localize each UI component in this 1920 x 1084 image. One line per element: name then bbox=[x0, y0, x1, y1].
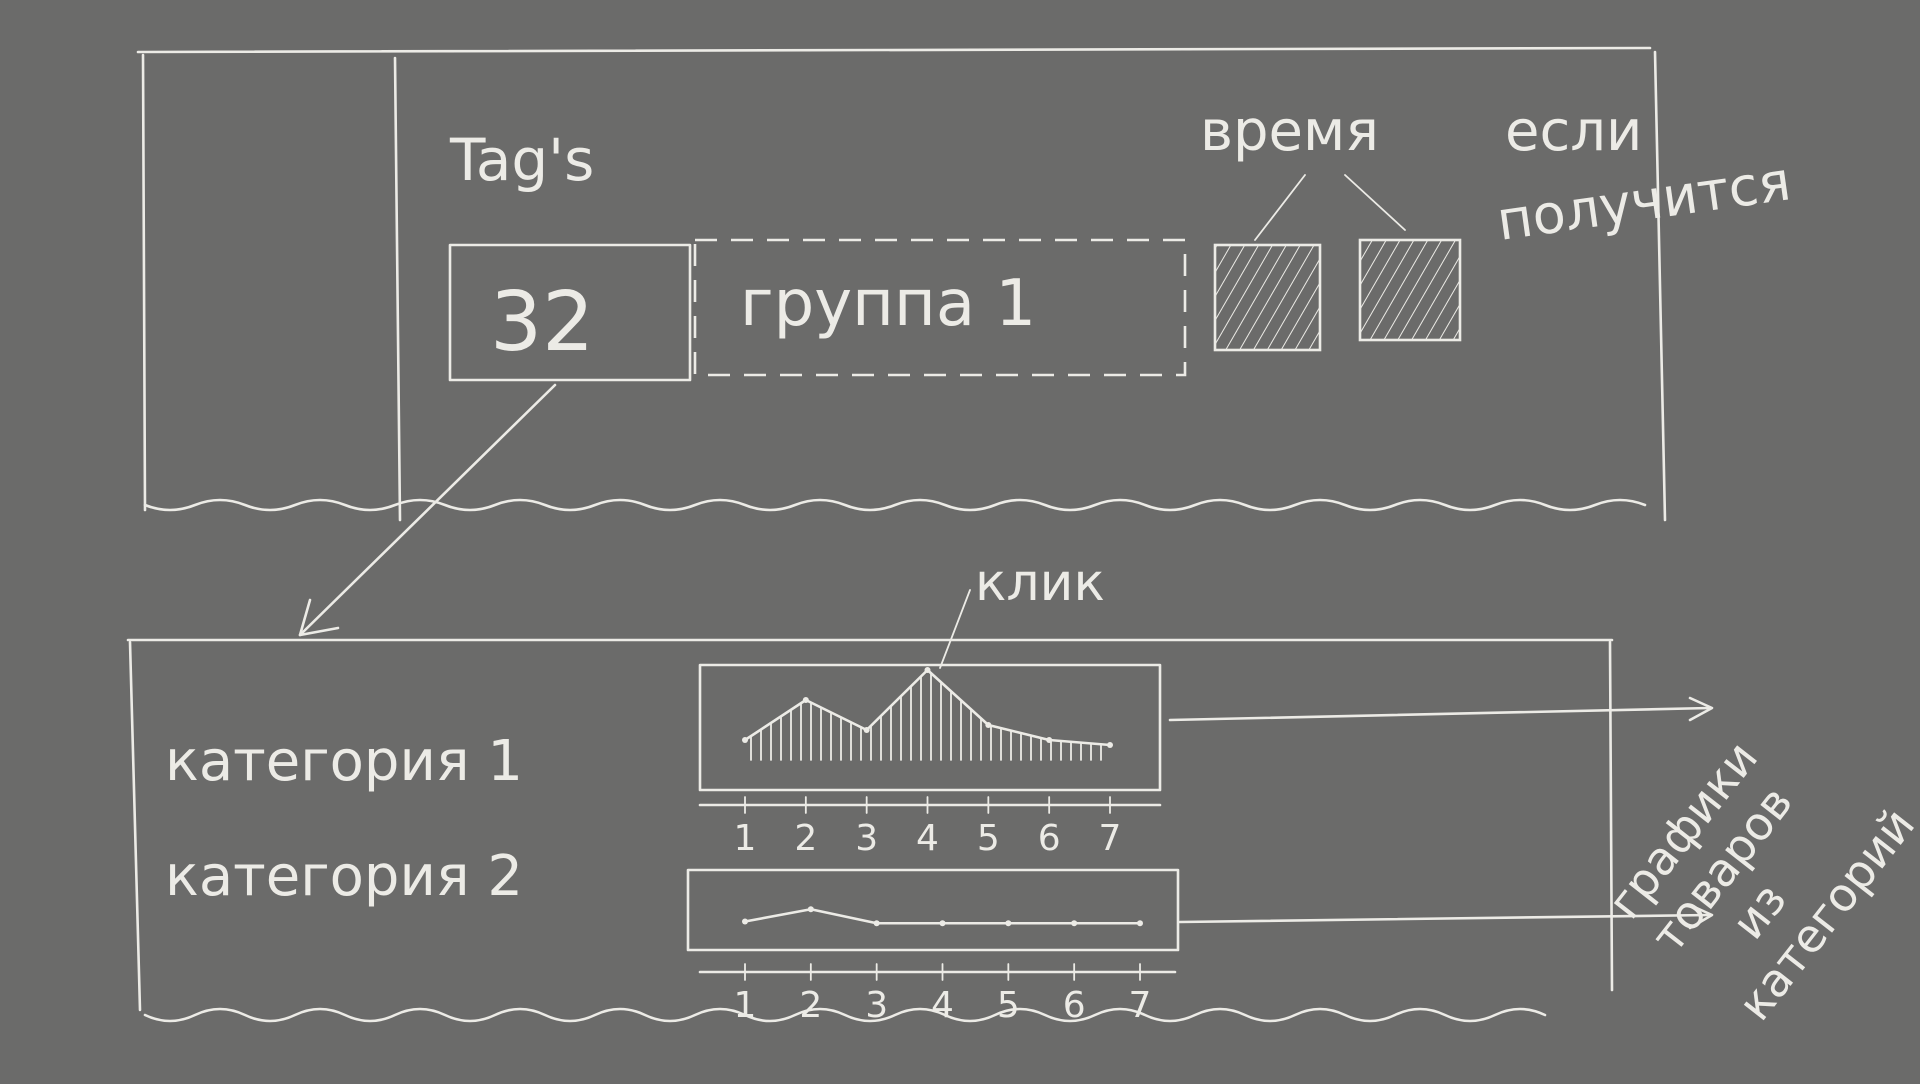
chart-point[interactable] bbox=[924, 667, 931, 673]
chart-point[interactable] bbox=[1107, 742, 1113, 748]
x-tick-label: 1 bbox=[734, 818, 757, 859]
x-tick-label: 7 bbox=[1129, 985, 1152, 1026]
top-panel-cut-edge bbox=[143, 498, 1647, 512]
x-tick-label: 3 bbox=[855, 818, 878, 859]
chart-2-arrow bbox=[1178, 913, 1712, 924]
chart-1-arrow bbox=[1168, 706, 1712, 722]
note-works: получится bbox=[1493, 149, 1794, 253]
chart-series-line bbox=[743, 668, 1112, 747]
tag-group-label: группа 1 bbox=[740, 267, 1036, 341]
chart-point[interactable] bbox=[807, 906, 814, 913]
click-pointer bbox=[939, 589, 971, 669]
chart-2-frame bbox=[686, 868, 1180, 952]
x-tick-label: 7 bbox=[1099, 818, 1122, 859]
chart-point[interactable] bbox=[1005, 920, 1012, 927]
category-2-chart[interactable]: 1 2 3 4 5 6 7 bbox=[686, 868, 1180, 1026]
x-tick-label: 4 bbox=[931, 985, 954, 1026]
chart-point[interactable] bbox=[802, 697, 809, 703]
note-pointer-line bbox=[1344, 174, 1406, 231]
x-tick-label: 6 bbox=[1063, 985, 1086, 1026]
x-tick-label: 5 bbox=[977, 818, 1000, 859]
x-tick-label: 2 bbox=[794, 818, 817, 859]
tags-label: Tag's bbox=[449, 126, 594, 194]
chart-2-arrowhead bbox=[1688, 903, 1714, 930]
chart-point[interactable] bbox=[1071, 920, 1078, 927]
expand-arrow bbox=[298, 383, 557, 637]
category-2-label[interactable]: категория 2 bbox=[165, 844, 523, 909]
sidebar-divider bbox=[393, 56, 402, 522]
chart-point[interactable] bbox=[742, 737, 748, 743]
note-if: если bbox=[1505, 99, 1642, 164]
chart-point[interactable] bbox=[939, 920, 946, 927]
tag-group-chip[interactable]: группа 1 bbox=[693, 238, 1187, 377]
top-panel: Tag's 32 группа 1 время если получится bbox=[136, 46, 1794, 522]
chart-point[interactable] bbox=[1137, 920, 1143, 927]
chart-point[interactable] bbox=[742, 918, 748, 925]
chart-point[interactable] bbox=[985, 722, 992, 728]
chart-1-frame bbox=[698, 663, 1162, 792]
x-tick-label: 6 bbox=[1038, 818, 1061, 859]
bottom-panel-cut-edge bbox=[143, 1007, 1547, 1023]
chart-point[interactable] bbox=[863, 727, 870, 733]
chart-point[interactable] bbox=[873, 920, 880, 927]
x-tick-label: 3 bbox=[865, 985, 888, 1026]
x-tick-label: 4 bbox=[916, 818, 939, 859]
tag-count: 32 bbox=[490, 275, 594, 370]
note-time: время bbox=[1200, 99, 1379, 164]
placeholder-square-2[interactable] bbox=[1358, 238, 1462, 342]
click-note: клик bbox=[975, 553, 1105, 613]
note-pointer-line bbox=[1254, 174, 1306, 241]
placeholder-square-1[interactable] bbox=[1213, 243, 1322, 352]
x-tick-label: 5 bbox=[997, 985, 1020, 1026]
x-tick-label: 2 bbox=[799, 985, 822, 1026]
chart-1-arrowhead bbox=[1688, 696, 1714, 722]
x-tick-label: 1 bbox=[734, 985, 757, 1026]
side-note: графики товаров из категорий bbox=[1597, 731, 1920, 1030]
category-1-label[interactable]: категория 1 bbox=[165, 729, 523, 794]
tag-count-box[interactable]: 32 bbox=[448, 243, 692, 382]
